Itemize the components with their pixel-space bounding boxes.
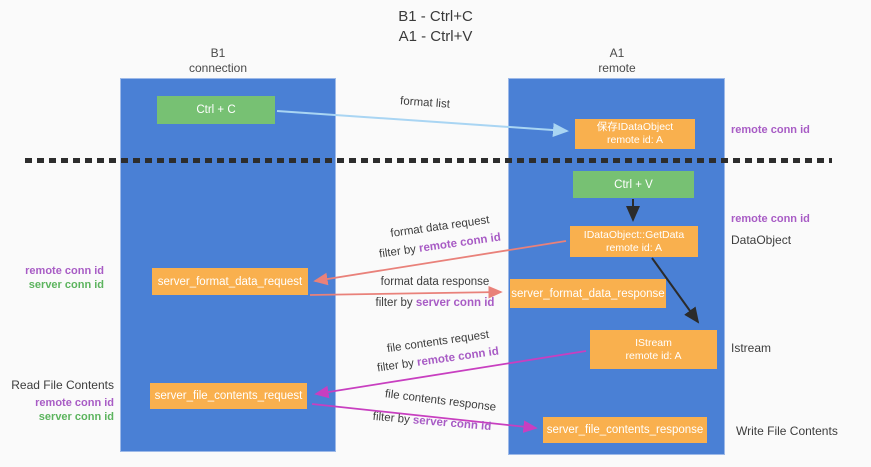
label-filter-key-1: remote conn id [418,231,502,255]
label-left-remote-conn-id: remote conn id [25,265,104,277]
page-title: B1 - Ctrl+C A1 - Ctrl+V [0,7,871,47]
label-remote-conn-id-top: remote conn id [731,124,810,136]
label-format-list: format list [399,95,451,111]
node-ctrl-c: Ctrl + C [157,96,275,124]
label-filter-key-2: server conn id [415,297,495,309]
label-filter-by-1: filter by [378,242,420,261]
label-left-remote-conn-id-2: remote conn id [35,397,114,409]
label-left-server-conn-id-2: server conn id [38,411,114,423]
node-server-format-data-request: server_format_data_request [152,268,308,295]
column-b1-name: B1 [210,46,226,60]
label-format-data-response: format data response [380,276,490,288]
node-file-response-label: server_file_contents_response [546,424,704,436]
node-file-request-label: server_file_contents_request [154,390,303,402]
label-left-server-conn-id: server conn id [28,279,104,291]
phase-separator-dashed-line [25,158,832,163]
arrow-format-data-response [309,285,503,299]
node-save-idataobject-line1: 保存IDataObject [596,121,674,133]
column-a1-name: A1 [609,46,625,60]
label-filter-by-2: filter by [375,297,416,309]
label-dataobject: DataObject [731,233,792,247]
column-header-a1: A1 remote [557,46,677,76]
label-group-left-bottom: Read File Contents remote conn id server… [10,378,114,424]
title-line-1: B1 - Ctrl+C [398,8,473,25]
label-write-file-contents: Write File Contents [736,424,838,438]
label-filter-key-4: server conn id [412,414,492,434]
node-format-request-label: server_format_data_request [157,275,303,288]
label-remote-conn-id-mid: remote conn id [731,213,810,225]
column-a1-subtitle: remote [598,61,636,75]
label-read-file-contents: Read File Contents [11,378,114,392]
node-format-response-label: server_format_data_response [511,287,665,300]
node-save-idataobject: 保存IDataObject remote id: A [575,119,695,149]
node-getdata-line1: IDataObject::GetData [583,228,685,241]
node-getdata-line2: remote id: A [605,241,663,254]
node-ctrl-c-label: Ctrl + C [196,104,236,116]
label-filter-by-3: filter by [376,356,418,375]
node-istream-line2: remote id: A [625,349,682,362]
label-filter-by-4: filter by [372,410,414,427]
label-filter-format-response: filter by server conn id [350,297,520,309]
title-line-2: A1 - Ctrl+V [398,28,473,45]
column-b1-subtitle: connection [188,61,248,75]
node-istream-line1: IStream [635,336,672,349]
node-server-file-contents-request: server_file_contents_request [150,383,307,409]
label-group-left-mid: remote conn id server conn id [10,264,104,292]
node-server-format-data-response: server_format_data_response [510,279,666,308]
node-save-idataobject-line2: remote id: A [606,134,664,146]
node-istream: IStream remote id: A [590,330,717,369]
node-ctrl-v-label: Ctrl + V [614,178,653,191]
column-header-b1: B1 connection [158,46,278,76]
node-ctrl-v: Ctrl + V [573,171,694,198]
node-idataobject-getdata: IDataObject::GetData remote id: A [570,226,698,257]
label-istream: Istream [731,341,772,355]
node-server-file-contents-response: server_file_contents_response [543,417,707,443]
